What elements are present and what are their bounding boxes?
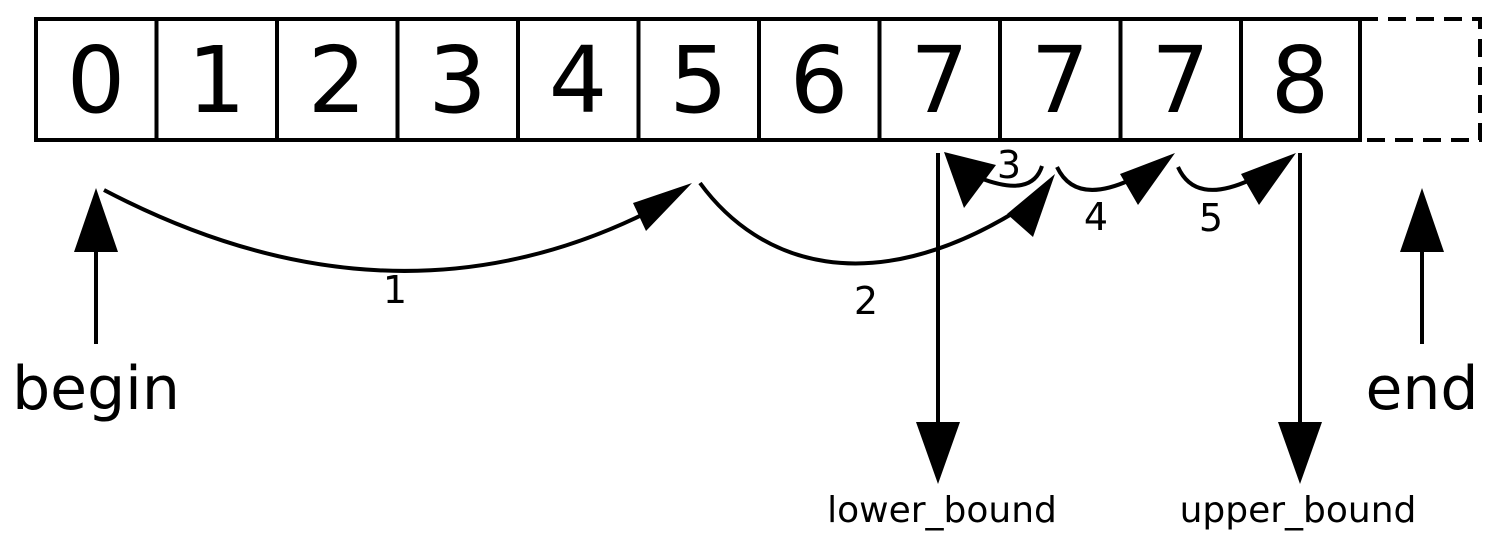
cell-dividers	[154, 19, 1243, 140]
lower-bound-label: lower_bound	[827, 490, 1057, 531]
cell-3: 3	[428, 27, 487, 134]
end-pointer: end	[1365, 188, 1479, 424]
cell-10: 8	[1271, 27, 1330, 134]
past-the-end-cell	[1360, 17, 1482, 142]
cell-2: 2	[308, 27, 367, 134]
cell-1: 1	[187, 27, 246, 134]
cell-0: 0	[67, 27, 126, 134]
cell-5: 5	[669, 27, 728, 134]
array: 0 1 2 3 4 5 6 7 7 7 8	[34, 17, 1482, 142]
step-2-label: 2	[854, 279, 878, 323]
step-4-label: 4	[1084, 195, 1108, 239]
begin-label: begin	[12, 354, 180, 424]
search-steps: 1 2 3 4 5	[103, 143, 1296, 323]
lower-bound-pointer: lower_bound	[827, 153, 1057, 531]
cell-9: 7	[1151, 27, 1210, 134]
step-1-label: 1	[383, 268, 407, 312]
step-5-label: 5	[1199, 196, 1223, 240]
begin-pointer: begin	[12, 188, 180, 424]
step-3-arrow	[944, 152, 1044, 208]
array-outline	[34, 17, 1362, 142]
cell-7: 7	[910, 27, 969, 134]
step-2-arrow	[698, 174, 1055, 266]
cell-6: 6	[790, 27, 849, 134]
cell-8: 7	[1031, 27, 1090, 134]
step-3-label: 3	[997, 143, 1021, 187]
step-5-arrow	[1176, 153, 1296, 205]
upper-bound-pointer: upper_bound	[1180, 153, 1417, 531]
step-1-arrow	[103, 183, 692, 273]
end-label: end	[1365, 354, 1478, 424]
cell-4: 4	[549, 27, 608, 134]
upper-bound-label: upper_bound	[1180, 490, 1417, 531]
step-4-arrow	[1055, 153, 1175, 205]
